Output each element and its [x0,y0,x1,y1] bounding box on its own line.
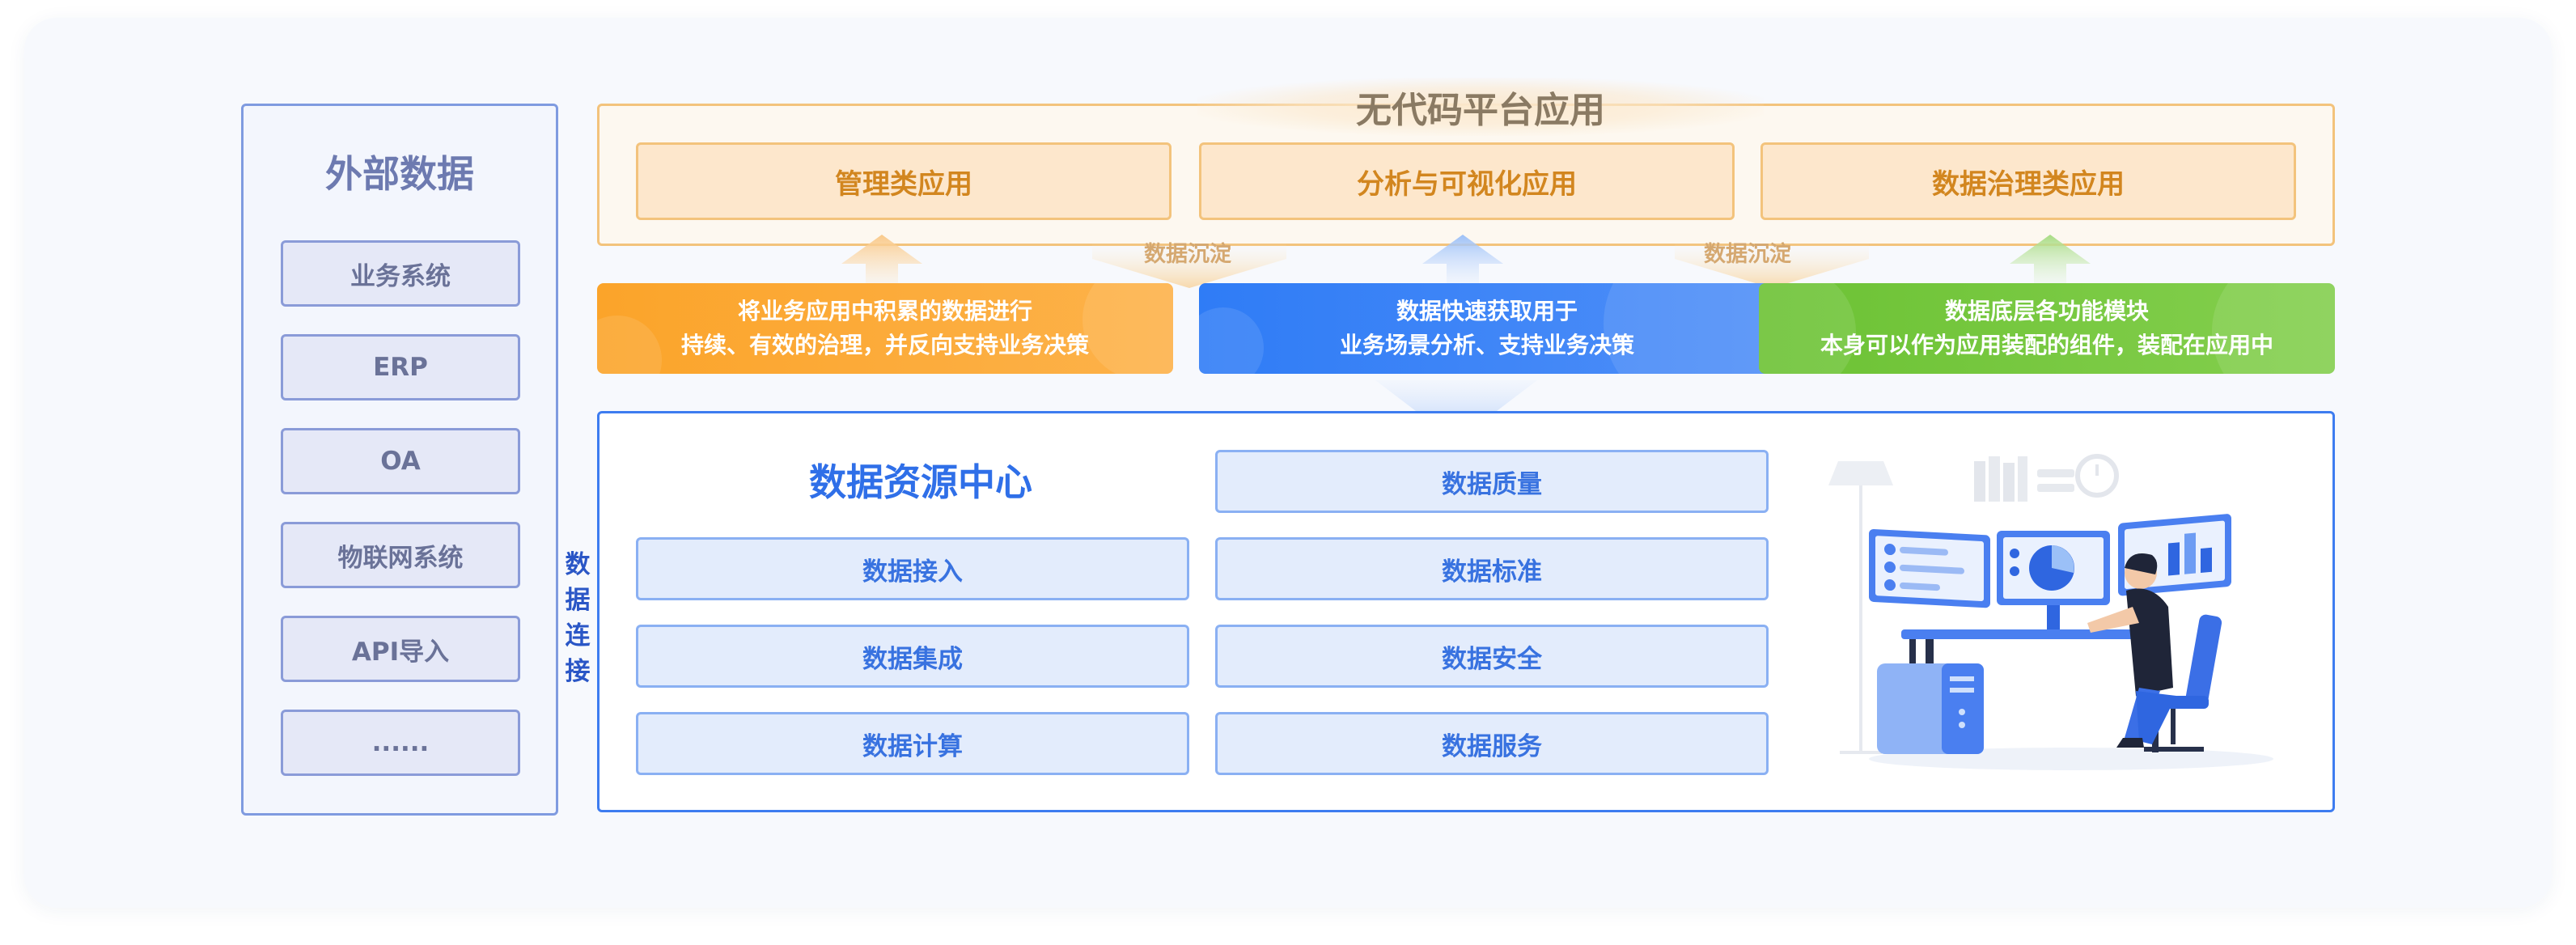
app-analysis-visualization: 分析与可视化应用 [1199,142,1735,220]
resource-data-integration: 数据集成 [636,625,1189,688]
card-line: 持续、有效的治理，并反向支持业务决策 [680,332,1089,358]
card-line: 本身可以作为应用装配的组件，装配在应用中 [1820,332,2273,358]
sediment-label-right: 数据沉淀 [1704,242,1791,267]
sediment-label-left: 数据沉淀 [1144,242,1231,267]
external-item-iot-system: 物联网系统 [281,522,520,588]
external-item-oa: OA [281,428,520,494]
data-connection-label: 数 据 连 接 [561,547,594,689]
external-data-panel: 外部数据 业务系统 ERP OA 物联网系统 API导入 ...... [241,104,558,816]
up-arrow-green-icon [2010,235,2091,283]
connector-char: 据 [565,586,591,615]
resource-data-security: 数据安全 [1215,625,1769,688]
resource-data-computing: 数据计算 [636,712,1189,775]
external-data-title: 外部数据 [325,152,474,196]
external-item-erp: ERP [281,334,520,400]
resource-data-standard: 数据标准 [1215,537,1769,600]
card-fast-access: 数据快速获取用于 业务场景分析、支持业务决策 [1199,283,1775,374]
app-management: 管理类应用 [636,142,1171,220]
person-at-computer-illustration-icon [1828,454,2273,770]
up-arrow-blue-icon [1422,235,1503,283]
nocode-platform-title: 无代码平台应用 [1356,90,1605,131]
card-line: 将业务应用中积累的数据进行 [737,298,1032,324]
card-governance-feedback: 将业务应用中积累的数据进行 持续、有效的治理，并反向支持业务决策 [597,283,1173,374]
resource-data-service: 数据服务 [1215,712,1769,775]
card-line: 数据底层各功能模块 [1944,298,2149,324]
resource-data-access: 数据接入 [636,537,1189,600]
nocode-title-glow [1197,78,1764,136]
sediment-arrow-right-icon [1675,243,1869,288]
connector-char: 连 [565,621,591,650]
app-data-governance: 数据治理类应用 [1760,142,2296,220]
external-item-business-system: 业务系统 [281,240,520,307]
data-resource-center-title: 数据资源中心 [809,460,1032,504]
external-item-more: ...... [281,710,520,776]
connector-char: 接 [565,657,591,686]
card-component-modules: 数据底层各功能模块 本身可以作为应用装配的组件，装配在应用中 [1759,283,2335,374]
sediment-arrow-left-icon [1092,243,1286,288]
up-arrow-orange-icon [841,235,922,283]
external-item-api-import: API导入 [281,616,520,682]
card-line: 数据快速获取用于 [1396,298,1578,324]
resource-data-quality: 数据质量 [1215,450,1769,513]
card-line: 业务场景分析、支持业务决策 [1339,332,1634,358]
connector-char: 数 [565,550,591,579]
